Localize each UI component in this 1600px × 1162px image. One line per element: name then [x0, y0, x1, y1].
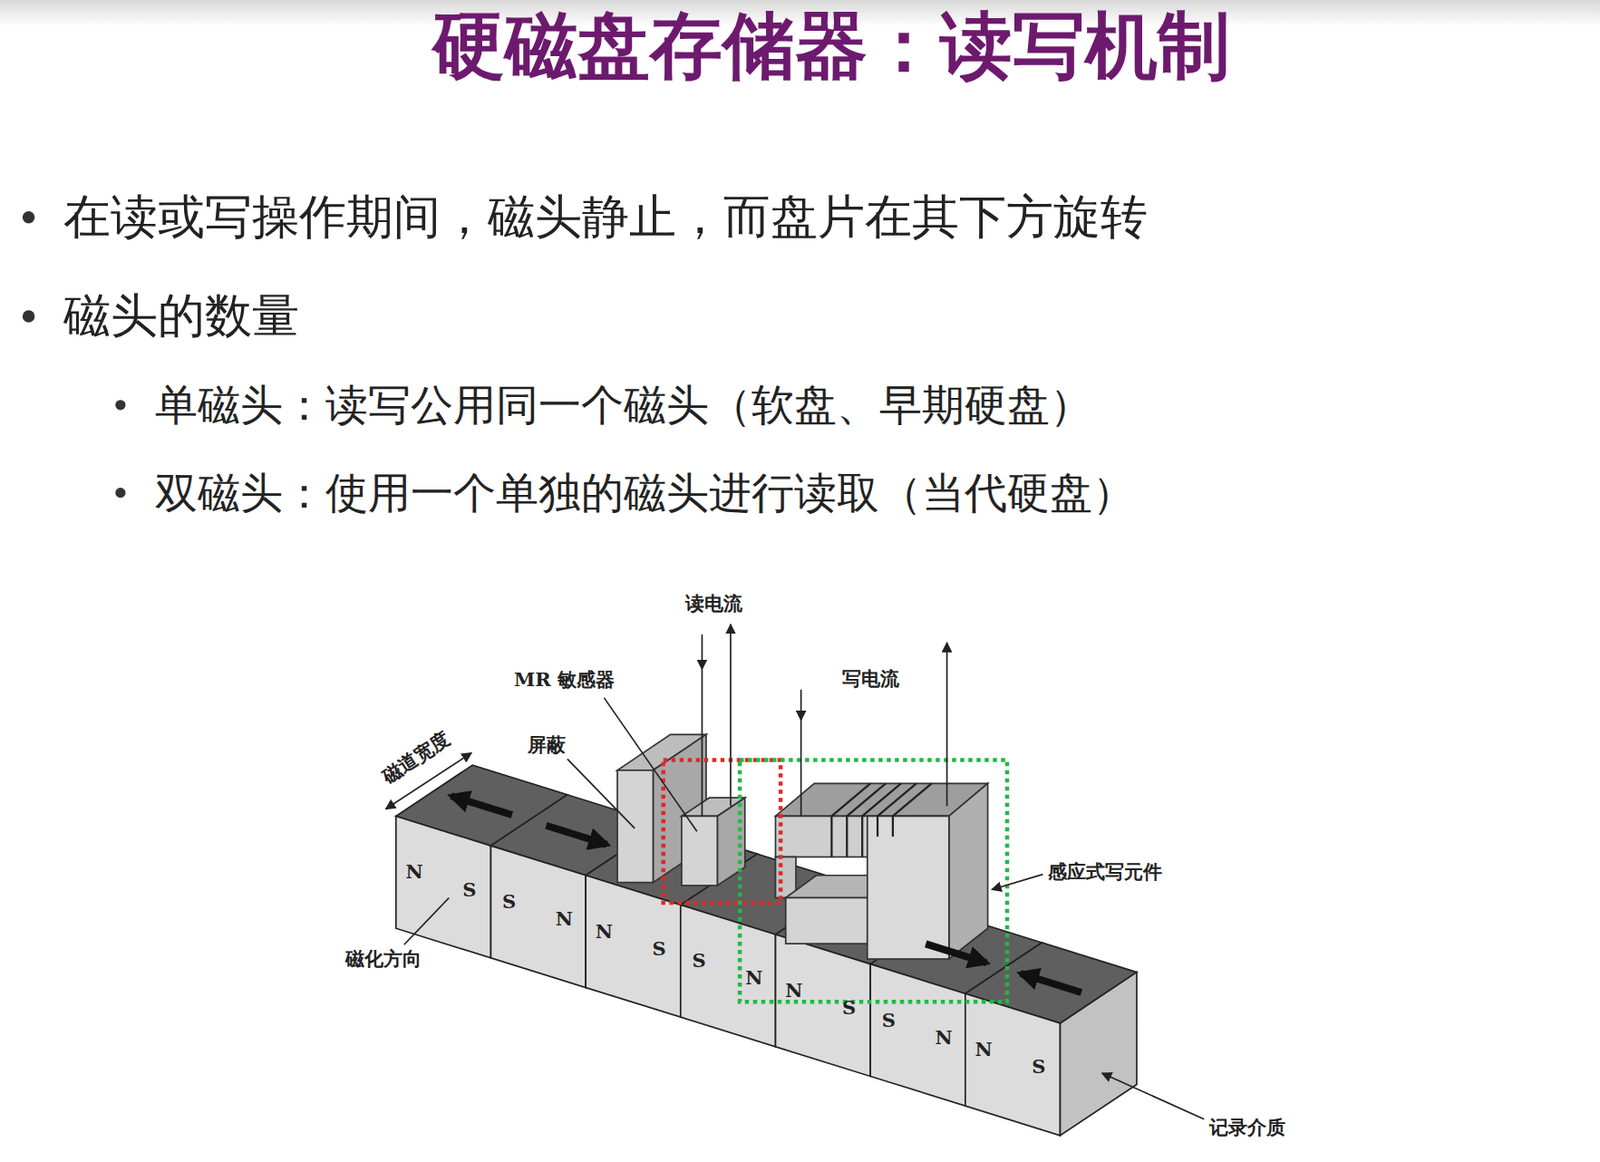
bullet-dots — [22, 211, 127, 498]
pole-letter: S — [1031, 1056, 1046, 1078]
bullet-text: 在读或写操作期间，磁头静止，而盘片在其下方旋转 — [63, 190, 1148, 245]
slide-title: 硬磁盘存储器：读写机制 — [432, 4, 1231, 88]
currents-and-leaders — [386, 624, 1205, 1120]
pole-letter: N — [975, 1038, 993, 1061]
pole-letter: N — [935, 1027, 953, 1049]
medium-block — [965, 942, 1137, 1136]
magnet-arrow — [925, 943, 987, 963]
part-label: 磁化方向 — [345, 948, 422, 970]
head — [617, 734, 989, 960]
magnet-arrow — [451, 795, 513, 815]
part-label: 感应式写元件 — [1047, 861, 1163, 883]
part-label: 读电流 — [685, 592, 743, 615]
pole-letter: S — [882, 1009, 896, 1032]
part-label: MR 敏感器 — [513, 669, 615, 691]
pole-letter: S — [502, 891, 516, 913]
pole-letter: S — [842, 997, 856, 1019]
part-label: 记录介质 — [1209, 1116, 1286, 1139]
pole-letter: N — [745, 967, 763, 990]
magnetization-arrows — [451, 795, 1082, 993]
part-label: 写电流 — [842, 667, 900, 689]
pole-letter: S — [652, 938, 667, 960]
bullet-text: 磁头的数量 — [63, 289, 300, 344]
highlight-boxes — [663, 760, 1008, 1003]
pole-letter: N — [785, 979, 803, 1002]
pole-letter: N — [405, 861, 423, 883]
pole-letter: S — [691, 950, 706, 972]
magnet-arrow — [546, 825, 608, 845]
sub-bullet-text: 双磁头：使用一个单独的磁头进行读取（当代硬盘） — [155, 468, 1135, 518]
magnet-arrow — [1020, 973, 1082, 993]
pole-letter: N — [555, 908, 573, 931]
part-label: 屏蔽 — [527, 734, 566, 757]
part-label: 磁道宽度 — [378, 727, 455, 788]
pole-letter: N — [595, 921, 613, 943]
pole-letter: S — [462, 878, 476, 901]
recording-medium — [396, 765, 1137, 1136]
sub-bullet-text: 单磁头：读写公用同一个磁头（软盘、早期硬盘） — [155, 380, 1093, 430]
